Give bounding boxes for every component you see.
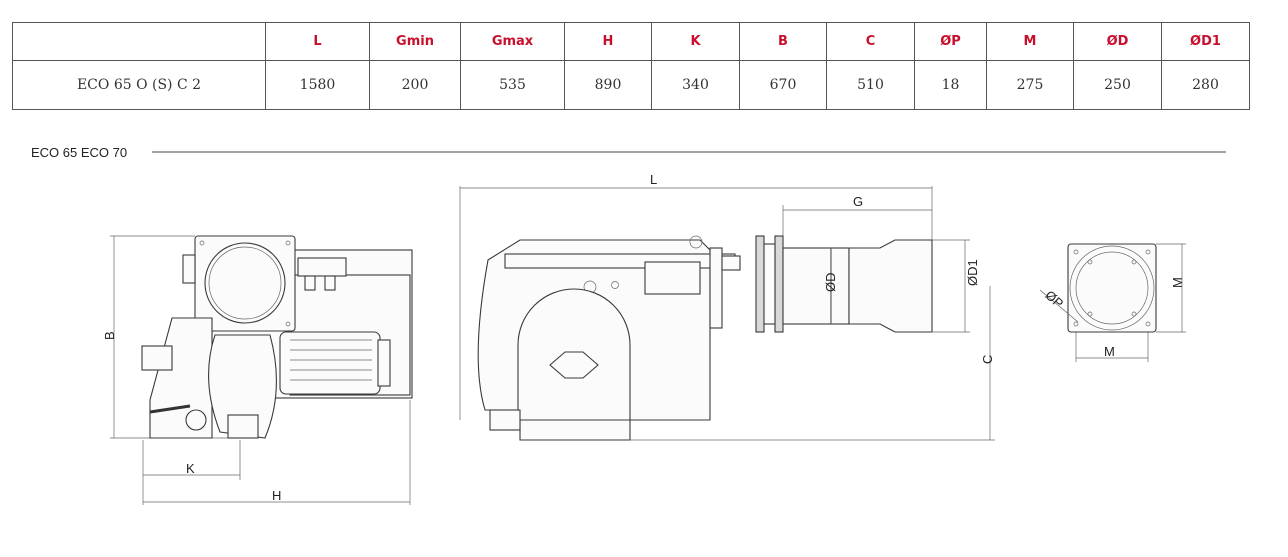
label-m-vertical: M — [1170, 277, 1185, 288]
section-title: ECO 65 ECO 70 — [31, 145, 127, 160]
header-cell-b: B — [739, 22, 827, 61]
side-view: L G ØD ØD1 — [459, 172, 995, 441]
label-h: H — [272, 488, 281, 503]
combustion-head — [848, 239, 933, 333]
label-d1: ØD1 — [965, 259, 980, 286]
cell-gmin: 200 — [369, 60, 461, 110]
flange-view: M M ØP — [1039, 243, 1186, 362]
front-view: B K H — [102, 235, 413, 505]
cell-b: 670 — [739, 60, 827, 110]
header-cell-gmin: Gmin — [369, 22, 461, 61]
header-cell-c: C — [826, 22, 915, 61]
header-cell-gmax: Gmax — [460, 22, 565, 61]
cell-h: 890 — [564, 60, 652, 110]
label-p: ØP — [1042, 287, 1066, 311]
label-m-horizontal: M — [1104, 344, 1115, 359]
label-d: ØD — [823, 273, 838, 293]
table-header-row: L Gmin Gmax H K B C ØP M ØD ØD1 — [12, 22, 1250, 61]
blast-tube — [782, 247, 832, 325]
header-cell-p: ØP — [914, 22, 987, 61]
table-row: ECO 65 O (S) C 2 1580 200 535 890 340 67… — [12, 60, 1250, 110]
cell-m: 275 — [986, 60, 1074, 110]
label-g: G — [853, 194, 863, 209]
cell-gmax: 535 — [460, 60, 565, 110]
label-b: B — [102, 331, 117, 340]
cell-d1: 280 — [1161, 60, 1250, 110]
header-cell-d: ØD — [1073, 22, 1162, 61]
cell-k: 340 — [651, 60, 740, 110]
header-cell-d1: ØD1 — [1161, 22, 1250, 61]
cell-d: 250 — [1073, 60, 1162, 110]
cell-model: ECO 65 O (S) C 2 — [12, 60, 266, 110]
cell-c: 510 — [826, 60, 915, 110]
mounting-flange — [1067, 243, 1157, 333]
motor — [279, 331, 381, 395]
cell-p: 18 — [914, 60, 987, 110]
label-l: L — [650, 172, 657, 187]
label-c: C — [980, 355, 995, 364]
label-k: K — [186, 461, 195, 476]
header-cell-m: M — [986, 22, 1074, 61]
dimensions-table: L Gmin Gmax H K B C ØP M ØD ØD1 ECO 65 O… — [12, 22, 1250, 110]
